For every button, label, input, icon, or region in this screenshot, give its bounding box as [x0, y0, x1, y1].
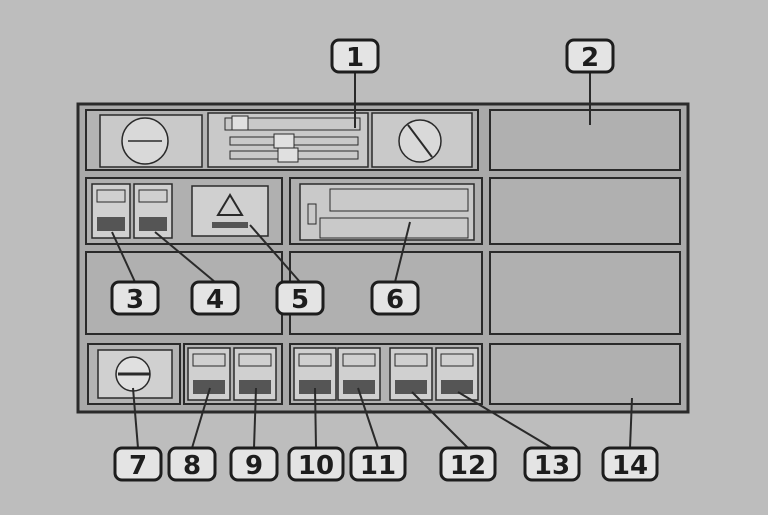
leader-5: [249, 224, 301, 283]
callout-2: 2: [565, 38, 615, 74]
slot-2: [489, 109, 681, 171]
leader-12: [411, 391, 469, 449]
svg-text:13: 13: [534, 451, 570, 481]
callout-7: 7: [113, 446, 163, 482]
callout-4: 4: [190, 280, 240, 316]
callout-1: 1: [330, 38, 380, 74]
leader-13: [457, 391, 553, 449]
slider-knob-top: [231, 115, 249, 131]
slot-row3-right: [489, 251, 681, 335]
leader-8: [191, 387, 211, 449]
switch-4: [133, 183, 173, 239]
leader-11: [357, 387, 379, 449]
radio-unit-6: [299, 183, 475, 241]
callout-5: 5: [275, 280, 325, 316]
svg-text:10: 10: [298, 451, 334, 481]
callout-10: 10: [287, 446, 345, 482]
svg-text:1: 1: [346, 43, 364, 73]
slider-knob-mid: [273, 133, 295, 149]
callout-11: 11: [349, 446, 407, 482]
callout-14: 14: [601, 446, 659, 482]
leader-10: [314, 387, 317, 449]
callout-13: 13: [523, 446, 581, 482]
callout-9: 9: [229, 446, 279, 482]
leader-6: [394, 221, 411, 283]
slot-14: [489, 343, 681, 405]
svg-text:4: 4: [206, 285, 224, 315]
switch-12: [389, 347, 433, 401]
svg-text:9: 9: [245, 451, 263, 481]
leader-lines: [111, 72, 633, 449]
svg-text:7: 7: [129, 451, 147, 481]
leader-9: [253, 387, 257, 449]
callout-8: 8: [167, 446, 217, 482]
leader-4: [154, 231, 216, 283]
switch-3: [91, 183, 131, 239]
slider-knob-bottom: [277, 147, 299, 163]
rotary-switch-7: [87, 343, 181, 405]
callout-3: 3: [110, 280, 160, 316]
callout-12: 12: [439, 446, 497, 482]
svg-text:3: 3: [126, 285, 144, 315]
hazard-switch-5: [191, 185, 269, 237]
svg-text:12: 12: [450, 451, 486, 481]
leader-14: [629, 397, 633, 449]
svg-text:2: 2: [581, 43, 599, 73]
leader-7: [132, 387, 139, 449]
svg-text:8: 8: [183, 451, 201, 481]
switch-13: [435, 347, 479, 401]
slot-row2-right: [489, 177, 681, 245]
svg-text:11: 11: [360, 451, 396, 481]
svg-text:14: 14: [612, 451, 648, 481]
leader-3: [111, 231, 136, 283]
svg-text:5: 5: [291, 285, 309, 315]
heater-control-unit: [85, 109, 479, 171]
callout-6: 6: [370, 280, 420, 316]
svg-text:6: 6: [386, 285, 404, 315]
